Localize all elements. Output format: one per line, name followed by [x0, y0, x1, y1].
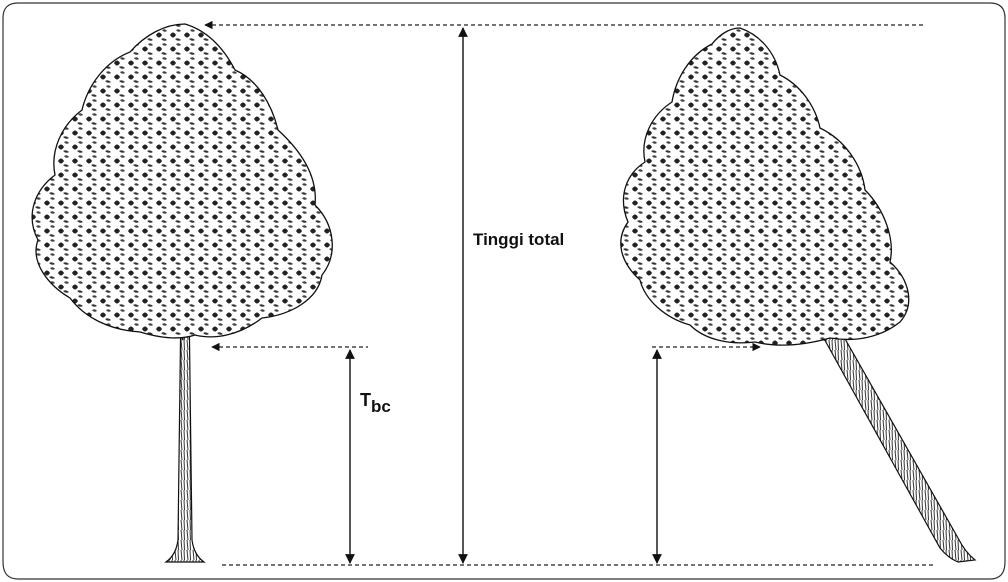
leaning-tree-crown — [621, 28, 909, 345]
tbc-label-subscript: bc — [371, 397, 391, 416]
upright-tree — [32, 24, 332, 562]
upright-tree-crown — [32, 24, 332, 338]
leaning-tree-trunk — [822, 330, 975, 562]
leaning-tree — [621, 28, 975, 562]
tbc-label: Tbc — [360, 390, 391, 411]
upright-tree-trunk — [166, 300, 204, 562]
tbc-label-main: T — [360, 390, 371, 410]
total-height-label: Tinggi total — [473, 230, 564, 250]
